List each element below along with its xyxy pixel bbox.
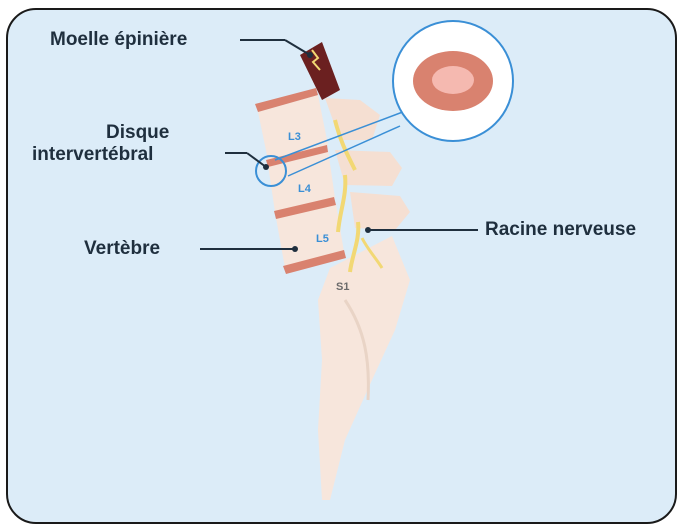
label-spinal-cord: Moelle épinière — [50, 29, 187, 51]
label-disc-line1: Disque — [106, 122, 169, 144]
level-l5: L5 — [316, 233, 329, 245]
nerve-root-dot — [365, 227, 371, 233]
label-vertebra: Vertèbre — [84, 238, 160, 260]
spinous-process-l3 — [325, 98, 380, 140]
level-l4: L4 — [298, 183, 312, 195]
label-disc-line2: intervertébral — [32, 144, 153, 166]
level-s1: S1 — [336, 281, 349, 293]
level-l3: L3 — [288, 131, 301, 143]
spinal-cord-leader-diag — [285, 40, 310, 55]
label-nerve-root: Racine nerveuse — [485, 219, 636, 241]
disc-dot — [263, 164, 269, 170]
sacrum — [318, 236, 410, 500]
disc-nucleus — [432, 66, 474, 94]
spinal-cord-dot — [307, 52, 313, 58]
vertebra-dot — [292, 246, 298, 252]
nerve-root-l4 — [338, 175, 345, 232]
